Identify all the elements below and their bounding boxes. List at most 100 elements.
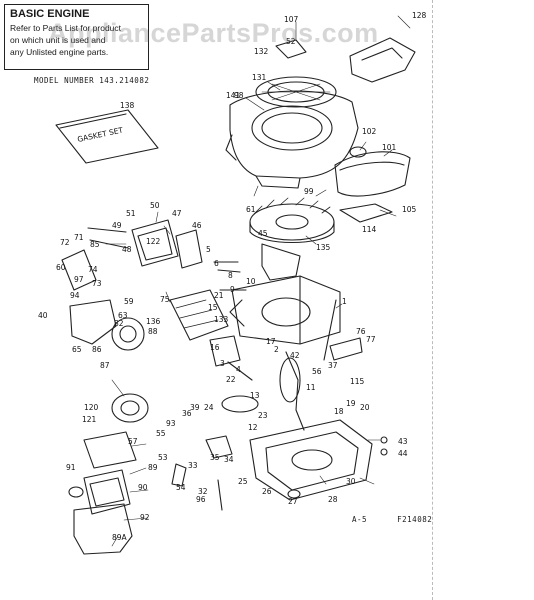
part-callout: 114 [362, 225, 377, 234]
leader-lines [105, 15, 411, 547]
part-callout: 138 [120, 101, 135, 110]
flywheel [249, 197, 335, 244]
oil-plug [287, 489, 301, 499]
part-callout: 101 [382, 143, 397, 152]
part-callout: 47 [172, 209, 182, 218]
part-callout: 88 [148, 327, 158, 336]
cam-gear [221, 395, 259, 413]
governor-gear [205, 435, 233, 459]
part-callout: 76 [356, 327, 366, 336]
header-line-3: any Unlisted engine parts. [10, 47, 109, 57]
part-callout: 107 [284, 15, 299, 24]
bolt-44 [380, 448, 388, 456]
part-callout: 27 [288, 497, 298, 506]
part-callout: 46 [192, 221, 202, 230]
fuel-tank [83, 469, 131, 515]
blower-housing [225, 90, 359, 189]
part-callout: 74 [88, 265, 98, 274]
part-callout: 131 [252, 73, 267, 82]
tank-base [73, 503, 133, 555]
part-callout: 51 [126, 209, 136, 218]
part-callout: 71 [74, 233, 84, 242]
part-callout: 17 [266, 337, 276, 346]
carb-bowl [111, 317, 145, 351]
part-callout: 57 [128, 437, 138, 446]
pushrod [217, 479, 223, 511]
part-callout: 89 [148, 463, 158, 472]
connecting-rod [209, 335, 253, 381]
part-callout: 28 [328, 495, 338, 504]
bracket-76 [329, 337, 363, 361]
part-callout: 15 [208, 303, 218, 312]
exhaust-pipe [339, 203, 393, 223]
part-callout: 99 [304, 187, 314, 196]
part-callout: 85 [90, 240, 100, 249]
rotating-screen [255, 76, 337, 108]
bolt-43 [380, 436, 388, 444]
part-callout: 86 [92, 345, 102, 354]
air-filter [111, 393, 149, 423]
part-callout: 49 [112, 221, 122, 230]
part-callout: 77 [366, 335, 376, 344]
part-callout: 1 [342, 297, 347, 306]
part-callout: 89A [112, 533, 128, 542]
header-box: BASIC ENGINE Refer to Parts List for pro… [4, 4, 149, 70]
part-callout: 8 [228, 271, 233, 280]
part-callout: 122 [146, 237, 161, 246]
governor-arm [171, 463, 187, 487]
ignition-module [261, 243, 301, 281]
part-callout: 42 [290, 351, 300, 360]
dipstick-tube [323, 299, 337, 361]
part-callout: 36 [182, 409, 192, 418]
footer-page: A-5 [352, 515, 368, 524]
part-callout: 115 [350, 377, 365, 386]
part-callout: 33 [188, 461, 198, 470]
part-callout: 105 [402, 205, 417, 214]
part-callout: 65 [72, 345, 82, 354]
part-callout: 92 [140, 513, 150, 522]
crankshaft [279, 351, 305, 431]
part-callout: 40 [38, 311, 48, 320]
part-callout: 21 [214, 291, 224, 300]
clip-part [275, 39, 307, 59]
cylinder-block [229, 275, 341, 345]
part-callout: 34 [224, 455, 234, 464]
part-callout: 32 [198, 487, 208, 496]
footer: A-5 F214082 [352, 515, 432, 524]
part-callout: 37 [328, 361, 338, 370]
part-callout: 60 [56, 263, 66, 272]
part-callout: 11 [306, 383, 316, 392]
part-callout: 52 [286, 37, 296, 46]
filter-cover [83, 431, 137, 469]
part-callout: 87 [100, 361, 110, 370]
part-callout: 97 [74, 275, 84, 284]
part-callout: 10 [246, 277, 256, 286]
part-callout: 45 [258, 229, 268, 238]
part-callout: 72 [60, 238, 70, 247]
part-callout: 43 [398, 437, 408, 446]
part-callout: 39 [190, 403, 200, 412]
part-callout: 9 [230, 285, 235, 294]
part-callout: 30 [346, 477, 356, 486]
part-callout: 96 [196, 495, 206, 504]
part-callout: 90 [138, 483, 148, 492]
linkage-rod [87, 227, 127, 233]
part-callout: 91 [66, 463, 76, 472]
part-callout: 20 [360, 403, 370, 412]
part-callout: 63 [118, 311, 128, 320]
part-callout: 141 [226, 91, 241, 100]
part-callout: 98 [234, 91, 244, 100]
footer-diagram-id: F214082 [397, 515, 433, 524]
part-callout: 121 [82, 415, 97, 424]
part-callout: 102 [362, 127, 377, 136]
header-line-1: Refer to Parts List for product [10, 23, 122, 33]
divider-line [432, 0, 433, 600]
part-callout: 6 [214, 259, 219, 268]
part-callout: 73 [92, 279, 102, 288]
part-callout: 75 [160, 295, 170, 304]
part-callout: 56 [312, 367, 322, 376]
part-callout: 55 [156, 429, 166, 438]
part-callout: 22 [226, 375, 236, 384]
part-callout: 23 [258, 411, 268, 420]
header-line-2: on which unit is used and [10, 35, 106, 45]
